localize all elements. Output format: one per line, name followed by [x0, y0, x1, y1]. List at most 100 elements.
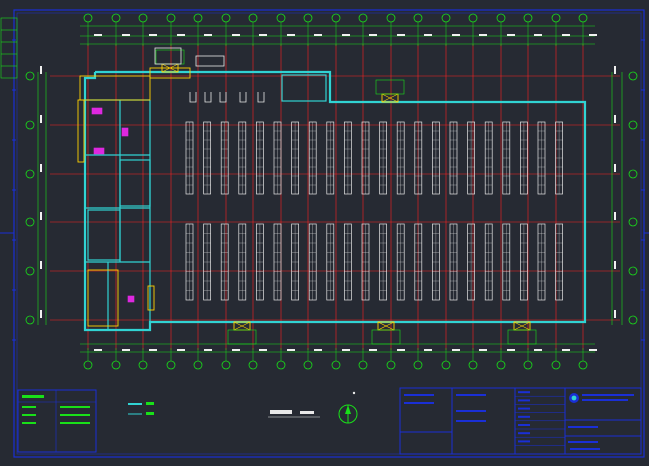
dimension-text-bottom	[397, 349, 405, 351]
dimension-text-right	[614, 164, 616, 172]
axis-bubble-top	[166, 13, 176, 23]
axis-bubble-left	[25, 169, 35, 179]
axis-bubble-bottom	[248, 360, 258, 370]
dimension-text-bottom	[562, 349, 570, 351]
dimension-text-left	[40, 164, 42, 172]
axis-bubble-top	[413, 13, 423, 23]
title-block-text	[456, 410, 486, 412]
dimension-text-top	[287, 34, 295, 36]
axis-bubble-right	[628, 266, 638, 276]
title-block-text	[456, 394, 486, 396]
dock-door-diagonal	[377, 321, 395, 331]
dimension-text-top	[94, 34, 102, 36]
dock-apron	[155, 49, 185, 65]
title-block-row-text	[518, 440, 530, 443]
axis-bubble-bottom	[386, 360, 396, 370]
title-block-row-text	[518, 407, 530, 410]
axis-bubble-bottom	[276, 360, 286, 370]
dimension-text-bottom	[314, 349, 322, 351]
loading-docks	[155, 49, 537, 345]
axis-bubble-right	[628, 71, 638, 81]
dimension-text-top	[369, 34, 377, 36]
dimension-text-bottom	[534, 349, 542, 351]
dimension-text-top	[232, 34, 240, 36]
axis-bubble-bottom	[551, 360, 561, 370]
title-block-row-text	[518, 415, 530, 418]
plan-title-label	[268, 410, 320, 418]
dock-apron	[507, 329, 537, 345]
axis-bubble-bottom	[468, 360, 478, 370]
dimension-text-top	[177, 34, 185, 36]
north-arrow-icon	[338, 404, 358, 424]
dock-apron	[375, 79, 405, 95]
axis-bubble-top	[111, 13, 121, 23]
axis-bubble-left	[25, 315, 35, 325]
dimension-text-top	[507, 34, 515, 36]
axis-bubble-left	[25, 266, 35, 276]
title-block-row-text	[518, 399, 530, 402]
dimension-text-top	[589, 34, 597, 36]
dimension-text-left	[40, 261, 42, 269]
dock-apron	[371, 329, 401, 345]
marker-dot	[352, 391, 356, 395]
axis-bubble-bottom	[441, 360, 451, 370]
dock-door-diagonal	[233, 321, 251, 331]
axis-bubble-bottom	[83, 360, 93, 370]
axis-bubble-bottom	[221, 360, 231, 370]
dimension-text-left	[40, 212, 42, 220]
axis-bubble-right	[628, 120, 638, 130]
title-block-row-text	[518, 391, 530, 394]
axis-bubble-bottom	[358, 360, 368, 370]
dimension-text-top	[122, 34, 130, 36]
dimension-text-right	[614, 115, 616, 123]
axis-bubble-right	[628, 315, 638, 325]
annotation-outlines	[77, 67, 191, 327]
structural-grid	[50, 44, 620, 350]
dimension-text-right	[614, 310, 616, 318]
dimension-text-top	[479, 34, 487, 36]
dimension-text-bottom	[507, 349, 515, 351]
dimension-text-top	[562, 34, 570, 36]
storage-racks	[185, 121, 563, 301]
dock-door-diagonal	[161, 63, 179, 73]
axis-bubble-top	[468, 13, 478, 23]
dimension-text-top	[534, 34, 542, 36]
title-block-text	[568, 426, 598, 428]
company-logo-icon	[569, 393, 634, 403]
dimension-text-left	[40, 66, 42, 74]
dimension-text-bottom	[452, 349, 460, 351]
dimension-text-bottom	[177, 349, 185, 351]
sheet-inner-border	[16, 12, 642, 455]
dimension-text-top	[397, 34, 405, 36]
title-block-rows	[404, 391, 600, 450]
axis-bubble-top	[193, 13, 203, 23]
axis-bubble-top	[441, 13, 451, 23]
dimension-text-top	[342, 34, 350, 36]
axis-bubble-bottom	[193, 360, 203, 370]
axis-bubble-bottom	[523, 360, 533, 370]
dimension-text-top	[259, 34, 267, 36]
dimension-text-bottom	[424, 349, 432, 351]
title-block-text	[568, 441, 598, 443]
dock-apron	[227, 329, 257, 345]
title-block-text	[570, 448, 600, 450]
dimension-text-bottom	[259, 349, 267, 351]
dimension-text-bottom	[479, 349, 487, 351]
dimension-text-bottom	[287, 349, 295, 351]
axis-bubble-top	[358, 13, 368, 23]
dimension-text-bottom	[94, 349, 102, 351]
dimension-text-right	[614, 212, 616, 220]
dimension-text-bottom	[342, 349, 350, 351]
axis-bubble-top	[496, 13, 506, 23]
axis-bubble-top	[221, 13, 231, 23]
axis-bubble-top	[276, 13, 286, 23]
dimension-text-bottom	[149, 349, 157, 351]
axis-bubble-bottom	[413, 360, 423, 370]
dimension-text-left	[40, 115, 42, 123]
interior-walls	[85, 74, 327, 330]
axis-bubble-right	[628, 217, 638, 227]
dimension-text-bottom	[204, 349, 212, 351]
edge-reference-ticks	[12, 39, 645, 341]
dimension-text-top	[424, 34, 432, 36]
